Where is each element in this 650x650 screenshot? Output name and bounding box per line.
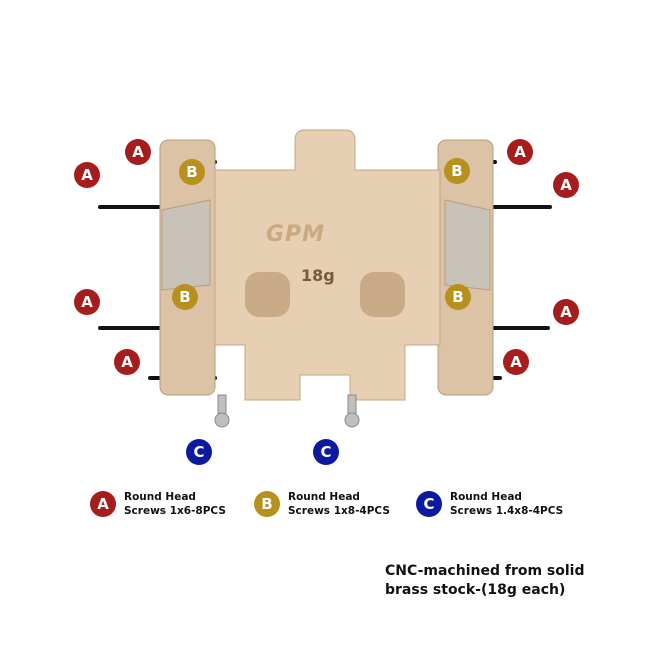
badge-a: A [503,349,529,375]
badge-a: A [90,491,116,517]
legend-line2: Screws 1x8-4PCS [288,505,390,517]
badge-c: C [313,439,339,465]
brand-logo: GPM [266,222,326,247]
badge-b: B [444,158,470,184]
badge-b: B [445,284,471,310]
badge-a: A [125,139,151,165]
legend-line2: Screws 1x6-8PCS [124,505,226,517]
badge-a: A [553,299,579,325]
caption-line1: CNC-machined from solid [385,563,585,579]
badge-a: A [74,289,100,315]
badge-b: B [179,159,205,185]
engraved-weight: 18g [301,266,335,285]
legend-line1: Round Head [124,491,196,503]
badge-c: C [416,491,442,517]
caption: CNC-machined from solid brass stock-(18g… [385,562,585,600]
badge-c: C [186,439,212,465]
badge-a: A [507,139,533,165]
caption-line2: brass stock-(18g each) [385,582,566,598]
badge-a: A [114,349,140,375]
badge-b: B [254,491,280,517]
legend-line1: Round Head [450,491,522,503]
legend-line1: Round Head [288,491,360,503]
badge-a: A [553,172,579,198]
badge-b: B [172,284,198,310]
legend-line2: Screws 1.4x8-4PCS [450,505,564,517]
badge-a: A [74,162,100,188]
